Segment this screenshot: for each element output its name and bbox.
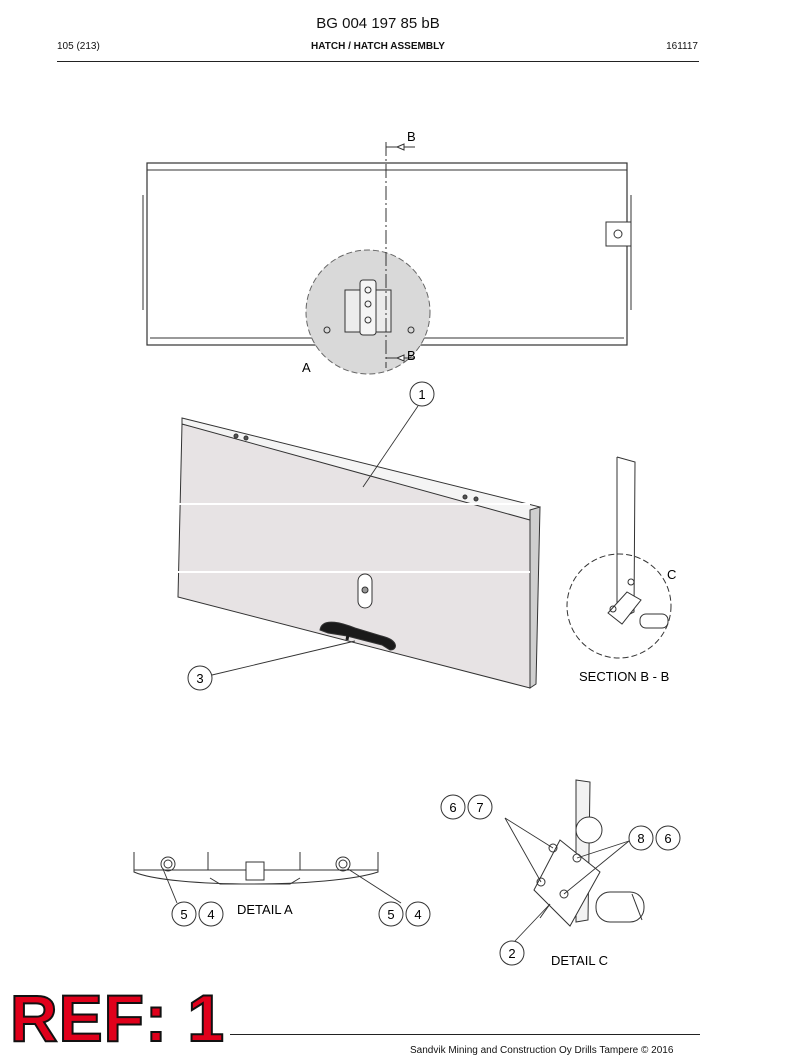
callout-8: 8	[628, 825, 654, 851]
callout-4: 4	[198, 901, 224, 927]
callout-label: 3	[196, 671, 203, 686]
detail-a-caption: DETAIL A	[237, 902, 293, 917]
callout-label: 4	[207, 907, 214, 922]
callout-label: 5	[387, 907, 394, 922]
date-code: 161117	[666, 41, 698, 52]
section-marker-bottom: B	[407, 348, 416, 363]
top-view	[142, 142, 632, 375]
callout-7: 7	[467, 794, 493, 820]
footer-copyright: Sandvik Mining and Construction Oy Drill…	[410, 1045, 674, 1056]
section-title: HATCH / HATCH ASSEMBLY	[311, 41, 445, 52]
callout-5: 5	[171, 901, 197, 927]
callout-label: 6	[664, 831, 671, 846]
ref-stamp: REF: 1	[9, 981, 226, 1055]
callout-6: 6	[440, 794, 466, 820]
page-number: 105 (213)	[57, 41, 100, 52]
document-number: BG 004 197 85 bB	[316, 15, 440, 32]
header-rule	[57, 61, 699, 62]
detail-a	[133, 852, 379, 885]
callout-label: 4	[414, 907, 421, 922]
section-b-b	[566, 456, 672, 659]
callout-label: 2	[508, 946, 515, 961]
callout-label: 1	[418, 387, 425, 402]
footer-rule	[230, 1034, 700, 1035]
callout-label: 8	[637, 831, 644, 846]
callout-3: 3	[187, 665, 213, 691]
isometric-hatch	[177, 417, 541, 689]
callout-1: 1	[409, 381, 435, 407]
callout-label: 5	[180, 907, 187, 922]
callout-label: 7	[476, 800, 483, 815]
leader-lines	[162, 405, 630, 942]
callout-label: 6	[449, 800, 456, 815]
section-b-b-caption: SECTION B - B	[579, 669, 669, 684]
detail-c-caption: DETAIL C	[551, 953, 608, 968]
detail-marker-c: C	[667, 567, 676, 582]
callout-6: 6	[655, 825, 681, 851]
detail-c	[533, 779, 645, 927]
callout-2: 2	[499, 940, 525, 966]
detail-marker-a: A	[302, 360, 311, 375]
section-marker-top: B	[407, 129, 416, 144]
callout-5: 5	[378, 901, 404, 927]
callout-4: 4	[405, 901, 431, 927]
